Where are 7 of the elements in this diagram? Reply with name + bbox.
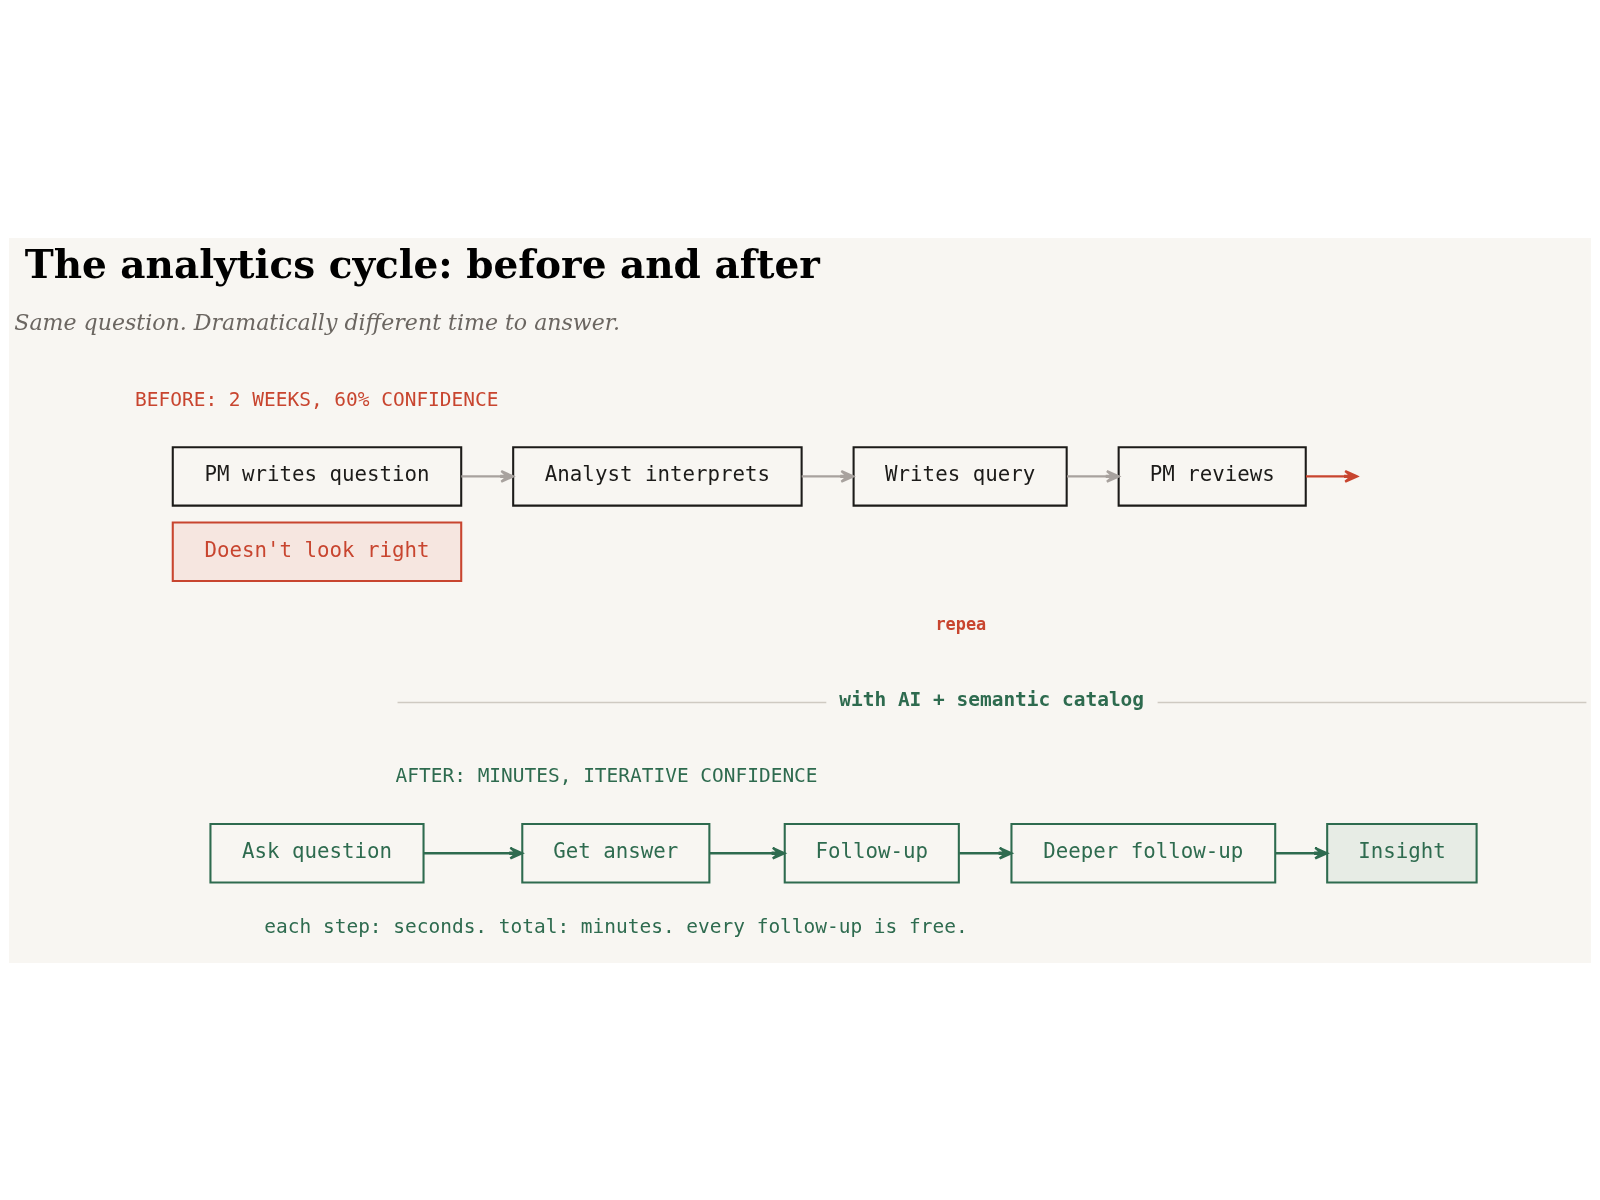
label: BEFORE: 2 WEEKS, 60% CONFIDENCE: [135, 387, 499, 411]
label: each step: seconds. total: minutes. every follow-up is free.: [264, 914, 968, 938]
label: repea: [935, 613, 987, 634]
label: AFTER: MINUTES, ITERATIVE CONFIDENCE: [395, 763, 818, 787]
label: Same question. Dramatically different time to answer.: [14, 309, 620, 335]
diagram-title: The analytics cycle: before and after: [24, 240, 820, 287]
label: with AI + semantic catalog: [839, 687, 1145, 711]
